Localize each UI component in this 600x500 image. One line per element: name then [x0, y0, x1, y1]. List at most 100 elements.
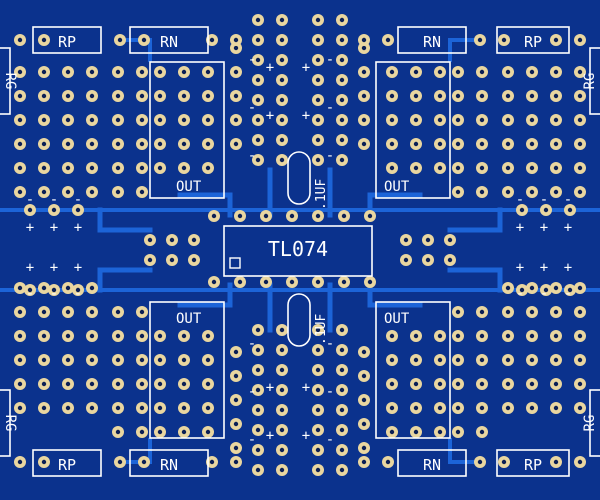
drill-hole	[139, 333, 145, 339]
drill-hole	[389, 381, 395, 387]
drill-hole	[553, 117, 559, 123]
drill-hole	[519, 287, 525, 293]
output-label: OUT	[176, 179, 202, 195]
drill-hole	[413, 117, 419, 123]
drill-hole	[157, 69, 163, 75]
drill-hole	[577, 93, 583, 99]
drill-hole	[477, 37, 483, 43]
drill-hole	[479, 117, 485, 123]
drill-hole	[361, 445, 367, 451]
drill-hole	[529, 405, 535, 411]
drill-hole	[17, 333, 23, 339]
drill-hole	[289, 279, 295, 285]
polarity-minus-mark: -	[564, 192, 572, 208]
drill-hole	[437, 117, 443, 123]
drill-hole	[263, 213, 269, 219]
drill-hole	[567, 207, 573, 213]
polarity-minus-mark: -	[74, 192, 82, 208]
drill-hole	[455, 357, 461, 363]
drill-hole	[89, 117, 95, 123]
resistor-rg-top-right	[589, 47, 600, 115]
drill-hole	[361, 141, 367, 147]
drill-hole	[51, 207, 57, 213]
drill-hole	[455, 69, 461, 75]
drill-hole	[65, 117, 71, 123]
drill-hole	[233, 69, 239, 75]
drill-hole	[519, 207, 525, 213]
resistor-label-rn: RN	[160, 33, 178, 51]
drill-hole	[17, 117, 23, 123]
drill-hole	[181, 165, 187, 171]
drill-hole	[315, 137, 321, 143]
polarity-plus-mark: +	[266, 380, 274, 396]
drill-hole	[577, 381, 583, 387]
polarity-plus-mark: +	[74, 220, 82, 236]
drill-hole	[505, 357, 511, 363]
drill-hole	[233, 397, 239, 403]
drill-hole	[41, 165, 47, 171]
drill-hole	[263, 279, 269, 285]
drill-hole	[553, 333, 559, 339]
drill-hole	[89, 165, 95, 171]
drill-hole	[553, 405, 559, 411]
drill-hole	[181, 381, 187, 387]
pad-grid	[14, 14, 586, 476]
polarity-minus-mark: -	[248, 100, 256, 116]
drill-hole	[181, 405, 187, 411]
drill-hole	[339, 97, 345, 103]
drill-hole	[577, 189, 583, 195]
drill-hole	[455, 117, 461, 123]
drill-hole	[361, 421, 367, 427]
drill-hole	[147, 237, 153, 243]
drill-hole	[577, 165, 583, 171]
resistor-label-rn: RN	[160, 456, 178, 474]
polarity-minus-mark: -	[516, 286, 524, 302]
drill-hole	[403, 257, 409, 263]
resistor-rp-top-right	[496, 26, 570, 54]
drill-hole	[41, 141, 47, 147]
drill-hole	[279, 157, 285, 163]
drill-hole	[455, 309, 461, 315]
drill-hole	[315, 327, 321, 333]
polarity-plus-mark: +	[564, 220, 572, 236]
drill-hole	[361, 117, 367, 123]
drill-hole	[315, 407, 321, 413]
drill-hole	[139, 429, 145, 435]
drill-hole	[141, 37, 147, 43]
drill-hole	[505, 141, 511, 147]
resistor-rn-bottom-right	[397, 449, 467, 477]
drill-hole	[89, 333, 95, 339]
output-label: OUT	[384, 311, 410, 327]
drill-hole	[505, 333, 511, 339]
drill-hole	[361, 37, 367, 43]
drill-hole	[339, 447, 345, 453]
drill-hole	[205, 93, 211, 99]
drill-hole	[315, 387, 321, 393]
drill-hole	[255, 117, 261, 123]
drill-hole	[553, 189, 559, 195]
drill-hole	[501, 37, 507, 43]
drill-hole	[115, 405, 121, 411]
drill-hole	[413, 93, 419, 99]
drill-hole	[413, 333, 419, 339]
drill-hole	[89, 357, 95, 363]
drill-hole	[191, 237, 197, 243]
drill-hole	[255, 427, 261, 433]
drill-hole	[505, 405, 511, 411]
drill-hole	[315, 77, 321, 83]
drill-hole	[367, 279, 373, 285]
drill-hole	[315, 427, 321, 433]
output-label: OUT	[384, 179, 410, 195]
drill-hole	[17, 69, 23, 75]
drill-hole	[65, 141, 71, 147]
drill-hole	[339, 137, 345, 143]
trace	[177, 282, 233, 308]
polarity-plus-mark: +	[302, 60, 310, 76]
drill-hole	[553, 459, 559, 465]
drill-hole	[157, 405, 163, 411]
resistor-rp-bottom-left	[32, 449, 102, 477]
polarity-minus-mark: -	[326, 336, 334, 352]
drill-hole	[367, 213, 373, 219]
drill-hole	[255, 97, 261, 103]
